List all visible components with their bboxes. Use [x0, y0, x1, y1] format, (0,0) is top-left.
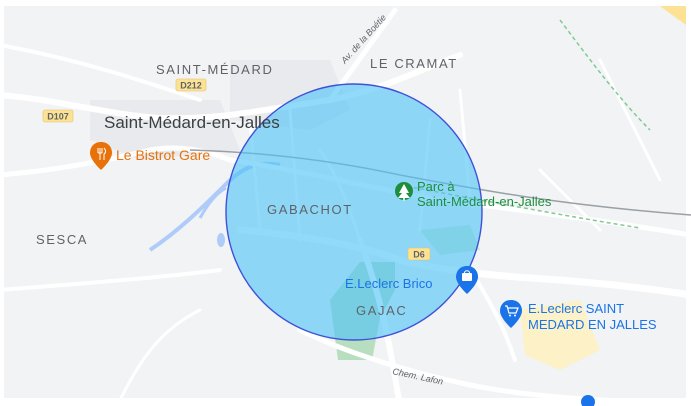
poi-le-bistrot-gare[interactable]: Le Bistrot Gare [90, 142, 210, 170]
poi-leclerc-saint-medard[interactable]: E.Leclerc SAINT MEDARD EN JALLES [500, 300, 657, 332]
poi-leclerc-brico[interactable]: E.Leclerc Brico [345, 266, 478, 294]
map-frame-right [686, 0, 691, 406]
poi-label-parc-line1: Parc à [417, 179, 455, 194]
town-label: Saint-Médard-en-Jalles [104, 113, 280, 132]
park-icon [395, 182, 413, 201]
svg-text:D212: D212 [180, 81, 202, 91]
road-shield-d212: D212 [175, 78, 207, 92]
svg-text:D107: D107 [47, 112, 69, 122]
map-marker-icon [581, 395, 595, 406]
shopping-bag-icon [456, 266, 478, 294]
poi-label-bistrot: Le Bistrot Gare [116, 147, 210, 163]
map-feature-yellow [660, 6, 686, 25]
poi-parc-saint-medard[interactable]: Parc à Saint-Médard-en-Jalles [395, 179, 552, 209]
shopping-cart-icon [500, 300, 522, 328]
svg-text:D6: D6 [413, 250, 425, 260]
poi-label-parc-line2: Saint-Médard-en-Jalles [417, 194, 552, 209]
poi-label-leclerc-saint-line2: MEDARD EN JALLES [528, 317, 657, 332]
poi-label-leclerc-brico: E.Leclerc Brico [345, 276, 432, 291]
district-label-saint-medard: SAINT-MÉDARD [156, 62, 273, 77]
district-label-sesca: SESCA [36, 232, 88, 247]
road-shield-d6: D6 [407, 247, 431, 261]
cycle-path [559, 19, 651, 131]
restaurant-icon [90, 142, 112, 170]
road-shield-d107: D107 [42, 109, 74, 123]
district-label-gajac: GAJAC [356, 303, 407, 318]
poi-label-leclerc-saint-line1: E.Leclerc SAINT [528, 301, 624, 316]
river [198, 186, 227, 219]
map-frame-bottom [0, 398, 691, 406]
search-radius-circle[interactable] [225, 83, 483, 341]
pond [217, 233, 225, 247]
district-label-le-cramat: LE CRAMAT [370, 56, 458, 71]
map-frame-left [0, 0, 4, 406]
commercial-zone [520, 300, 600, 370]
district-label-gabachot: GABACHOT [267, 202, 353, 217]
map-frame-top [0, 0, 691, 6]
